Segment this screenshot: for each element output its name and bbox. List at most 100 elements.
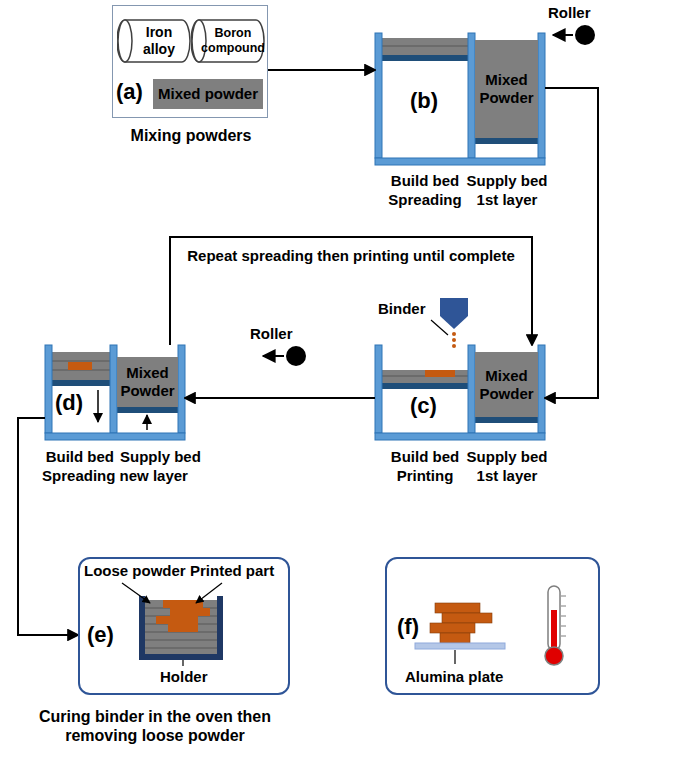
- roller-b: [553, 25, 595, 45]
- node-text: Printing: [375, 467, 475, 485]
- node-text: 1st layer: [457, 467, 557, 485]
- node-text: Spreading: [375, 191, 475, 209]
- thermometer-part: [561, 616, 566, 617]
- printer-b-part: [475, 138, 538, 144]
- binder-nozzle-part: [452, 332, 456, 336]
- curing-holder-part: [182, 660, 183, 666]
- cylinder-end: [118, 20, 132, 62]
- roller-b-part: [575, 25, 595, 45]
- node-text: Build bed: [375, 172, 475, 190]
- node-text: 1st layer: [457, 191, 557, 209]
- printer-b-part: [382, 46, 468, 47]
- printer-c-part: [382, 383, 468, 389]
- curing-holder-part: [122, 583, 150, 603]
- node-text: Boron compound: [191, 19, 265, 63]
- curing-holder-part: [145, 648, 217, 649]
- printer-d-part: [110, 345, 117, 433]
- node-text: Mixed Powder: [117, 357, 178, 407]
- part-label: Holder: [160, 668, 208, 686]
- printer-b: [375, 33, 545, 165]
- printer-panel: (d)Build bedSupply bedSpreading new laye…: [45, 345, 185, 440]
- mixed-powder-box: Mixed powder: [153, 79, 263, 109]
- part-label: Alumina plate: [405, 668, 503, 686]
- cylinder-body: [191, 20, 264, 62]
- flow-arrow: [185, 397, 375, 399]
- printer-c-part: [375, 345, 382, 433]
- powder-supply: Mixed Powder: [117, 357, 178, 407]
- panel-letter: (d): [55, 390, 95, 416]
- thermometer-part: [545, 647, 563, 665]
- printer-c-part: [425, 370, 455, 377]
- curing-holder-part: [168, 624, 198, 632]
- printer-d-part: [68, 362, 92, 370]
- node-text: Mixed powder: [153, 79, 263, 109]
- printer-b-part: [382, 55, 468, 61]
- curing-holder-part: [156, 616, 198, 624]
- node-text: Mixed Powder: [475, 352, 538, 417]
- panel-frame: (a)Mixing powdersIron alloyBoron compoun…: [112, 5, 268, 118]
- curing-holder: [122, 583, 222, 666]
- panel-letter: (c): [410, 393, 450, 419]
- curing-holder-part: [163, 600, 203, 608]
- printer-c-part: [468, 345, 475, 433]
- node-text: Curing binder in the oven then removing …: [5, 707, 305, 745]
- powder-cylinder: Boron compound: [191, 19, 265, 63]
- binder-nozzle-part: [431, 320, 448, 335]
- node-text: Supply bed: [120, 448, 220, 466]
- edge-label: Repeat spreading then printing until com…: [185, 247, 517, 265]
- printer-d-part: [45, 433, 185, 440]
- node-text: Mixed Powder: [475, 40, 538, 138]
- sintering-stack-part: [454, 650, 455, 664]
- binder-nozzle-part: [452, 344, 456, 348]
- roller-b-part: [553, 34, 573, 36]
- node-text: Supply bed: [457, 172, 557, 190]
- thermometer-part: [561, 596, 566, 597]
- printer-d-part: [52, 352, 110, 380]
- printer-d-part: [45, 345, 52, 433]
- thermometer-part: [561, 626, 566, 627]
- powder-cylinder: Iron alloy: [117, 19, 191, 63]
- printer-d-part: [52, 361, 110, 362]
- printer-b-part: [468, 33, 475, 158]
- curing-holder-part: [196, 583, 222, 603]
- curing-holder-part: [170, 608, 210, 616]
- printer-b-part: [375, 158, 545, 165]
- binder-nozzle: [431, 298, 468, 348]
- part-label: Printed part: [190, 562, 274, 580]
- part-label: Binder: [378, 300, 426, 318]
- node-text: Iron alloy: [117, 19, 191, 63]
- node-text: Spreading new layer: [15, 467, 215, 485]
- printer-d-part: [146, 415, 148, 430]
- printer-panel: (b)Build bedSupply bedSpreading1st layer…: [375, 33, 545, 165]
- node-text: Supply bed: [457, 448, 557, 466]
- printer-c-part: [375, 433, 545, 440]
- cylinder-body: [117, 20, 190, 62]
- thermometer-part: [561, 636, 566, 637]
- printer-d-part: [52, 380, 110, 386]
- printer-d-part: [97, 390, 99, 422]
- thermometer-part: [561, 606, 566, 607]
- node-text: Build bed: [14, 448, 114, 466]
- binder-nozzle-part: [440, 298, 468, 329]
- panel-letter: (a): [116, 79, 156, 105]
- powder-supply: Mixed Powder: [475, 40, 538, 138]
- panel-letter: (e): [87, 622, 127, 648]
- curing-holder-part: [145, 640, 217, 641]
- sintering-stack-part: [442, 613, 492, 623]
- flow-arrow: [170, 237, 532, 345]
- printer-d: [45, 345, 185, 440]
- panel-letter: (f): [397, 614, 437, 640]
- sintering-stack-part: [415, 643, 505, 649]
- roller-d-part: [286, 346, 306, 366]
- roller-d-part: [263, 355, 284, 357]
- part-label: Loose powder: [84, 562, 186, 580]
- curing-holder-part: [145, 600, 217, 654]
- curing-holder-part: [142, 596, 220, 657]
- part-label: Roller: [548, 4, 591, 22]
- thermometer: [545, 586, 566, 665]
- printer-b-part: [538, 33, 545, 158]
- node-text: Mixing powders: [103, 126, 279, 145]
